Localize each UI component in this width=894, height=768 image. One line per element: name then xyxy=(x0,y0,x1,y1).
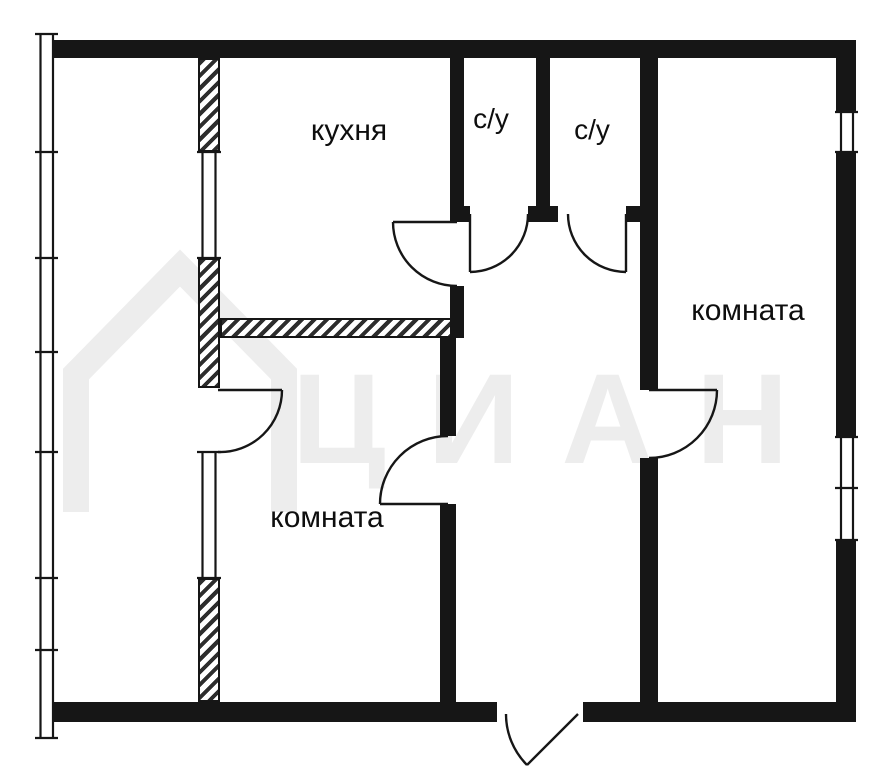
wall-bath-divider xyxy=(536,58,550,208)
watermark-text: ЦИАН xyxy=(292,348,831,491)
wall-bath-stub-mid xyxy=(528,206,558,222)
wall-bath-stub-left xyxy=(450,206,470,222)
room-label-bathroom-2: с/у xyxy=(574,114,610,145)
wall-room-right-upper xyxy=(640,58,658,390)
wall-kitchen-right-2 xyxy=(450,286,464,338)
wall-left-strip-3 xyxy=(198,578,220,702)
room-label-room-left: комната xyxy=(270,501,384,534)
wall-room-right-lower xyxy=(640,458,658,702)
wall-right-middle xyxy=(836,152,856,437)
wall-right-upper xyxy=(836,40,856,112)
watermark-house-icon xyxy=(63,249,297,512)
wall-hall-left-lower xyxy=(440,504,456,702)
room-label-bathroom-1: с/у xyxy=(473,103,509,134)
wall-kitchen-bottom xyxy=(220,318,452,338)
wall-top xyxy=(54,40,856,58)
wall-kitchen-right xyxy=(450,58,464,210)
wall-bottom-left xyxy=(54,702,497,722)
wall-right-lower xyxy=(836,540,856,702)
wall-hall-left-upper xyxy=(440,338,456,436)
wall-left-strip-2 xyxy=(198,258,220,388)
room-label-kitchen: кухня xyxy=(310,114,388,147)
wall-left-strip-1 xyxy=(198,58,220,152)
wall-bottom-right xyxy=(583,702,856,722)
room-label-room-right: комната xyxy=(691,294,805,327)
